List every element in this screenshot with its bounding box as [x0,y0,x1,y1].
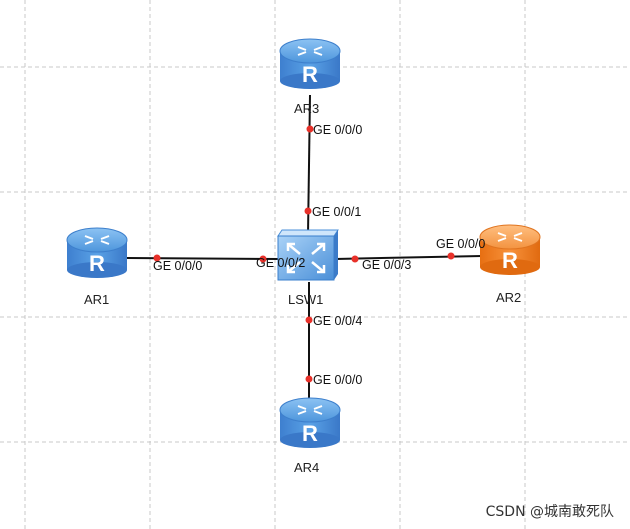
port-label-lsw1-ge001: GE 0/0/1 [312,205,361,219]
port-label-ar2-ge000: GE 0/0/0 [436,237,485,251]
port-label-lsw1-ge002: GE 0/0/2 [256,256,305,270]
router-ar2[interactable]: R [479,224,541,275]
router-glyph: R [302,62,318,87]
device-label-ar2: AR2 [496,290,521,305]
device-label-ar3: AR3 [294,101,319,116]
router-arrows-icon [297,46,323,56]
port-dot-ar1-ge000[interactable] [153,254,161,262]
port-label-ar3-ge000: GE 0/0/0 [313,123,362,137]
port-dot-lsw1-ge004[interactable] [305,316,313,324]
port-dot-ar2-ge000[interactable] [447,252,455,260]
router-ar3[interactable]: R [279,38,341,89]
device-label-ar4: AR4 [294,460,319,475]
port-label-lsw1-ge004: GE 0/0/4 [313,314,362,328]
port-dot-lsw1-ge002[interactable] [259,255,267,263]
device-label-lsw1: LSW1 [288,292,323,307]
router-arrows-icon [497,232,523,242]
port-dot-lsw1-ge003[interactable] [351,255,359,263]
router-arrows-icon [84,235,110,245]
switch-arrows-icon [286,242,326,274]
router-ar4[interactable]: R [279,397,341,448]
device-label-ar1: AR1 [84,292,109,307]
port-dot-ar4-ge000[interactable] [305,375,313,383]
port-label-ar4-ge000: GE 0/0/0 [313,373,362,387]
port-label-lsw1-ge003: GE 0/0/3 [362,258,411,272]
watermark: CSDN @城南敢死队 [486,504,614,520]
router-glyph: R [89,251,105,276]
router-arrows-icon [297,405,323,415]
router-ar1[interactable]: R [66,227,128,278]
port-dot-ar3-ge000[interactable] [306,125,314,133]
router-glyph: R [302,421,318,446]
port-label-ar1-ge000: GE 0/0/0 [153,259,202,273]
port-dot-lsw1-ge001[interactable] [304,207,312,215]
link-ar1-lsw1[interactable] [124,257,281,260]
router-glyph: R [502,248,518,273]
switch-lsw1[interactable] [277,229,339,281]
link-lsw1-ar2[interactable] [334,255,483,260]
